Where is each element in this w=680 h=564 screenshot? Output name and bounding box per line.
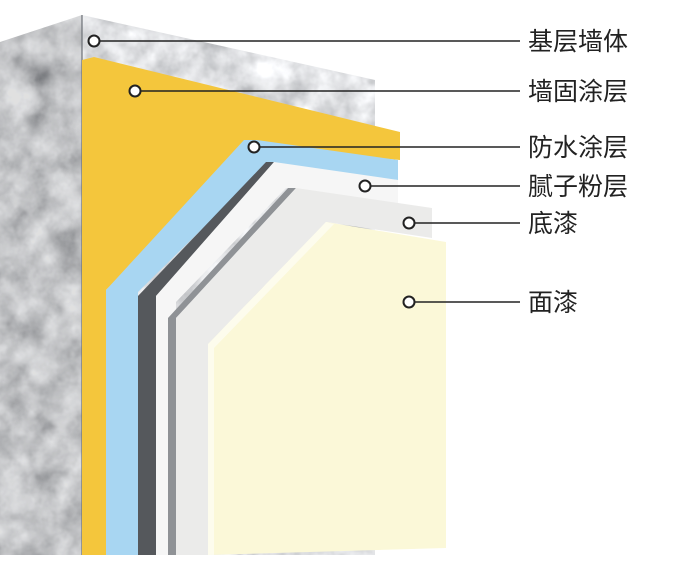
label-top-coat: 面漆 [528, 288, 578, 317]
callout-dot-primer-sealer [128, 84, 142, 98]
callout-dot-base-wall [87, 34, 101, 48]
callout-base-coat: 底漆 [402, 209, 578, 238]
label-putty: 腻子粉层 [528, 172, 628, 201]
callout-dot-putty [358, 179, 372, 193]
base-coat-fill [176, 188, 432, 555]
primer-sealer-layer [82, 57, 400, 555]
callout-primer-sealer: 墙固涂层 [128, 77, 628, 106]
top-coat-layer [208, 222, 446, 555]
callout-base-wall: 基层墙体 [87, 27, 628, 56]
top-coat-fill [208, 222, 446, 555]
callout-top-coat: 面漆 [402, 288, 578, 317]
base-coat-layer [176, 188, 432, 555]
label-base-wall: 基层墙体 [528, 27, 628, 56]
callout-dot-waterproof [247, 140, 261, 154]
label-base-coat: 底漆 [528, 209, 578, 238]
callout-dot-base-coat [402, 216, 416, 230]
callout-waterproof: 防水涂层 [247, 133, 628, 162]
callout-dot-top-coat [402, 295, 416, 309]
dark-band-fill [138, 162, 274, 555]
callout-putty: 腻子粉层 [358, 172, 628, 201]
callouts: 基层墙体 墙固涂层 防水涂层 腻子粉层 底漆 面漆 [87, 27, 628, 317]
label-primer-sealer: 墙固涂层 [528, 77, 628, 106]
label-waterproof: 防水涂层 [528, 133, 628, 162]
dark-band [138, 162, 274, 555]
waterproof-layer [106, 140, 398, 555]
primer-sealer-fill [82, 57, 400, 555]
waterproof-fill [106, 140, 398, 555]
